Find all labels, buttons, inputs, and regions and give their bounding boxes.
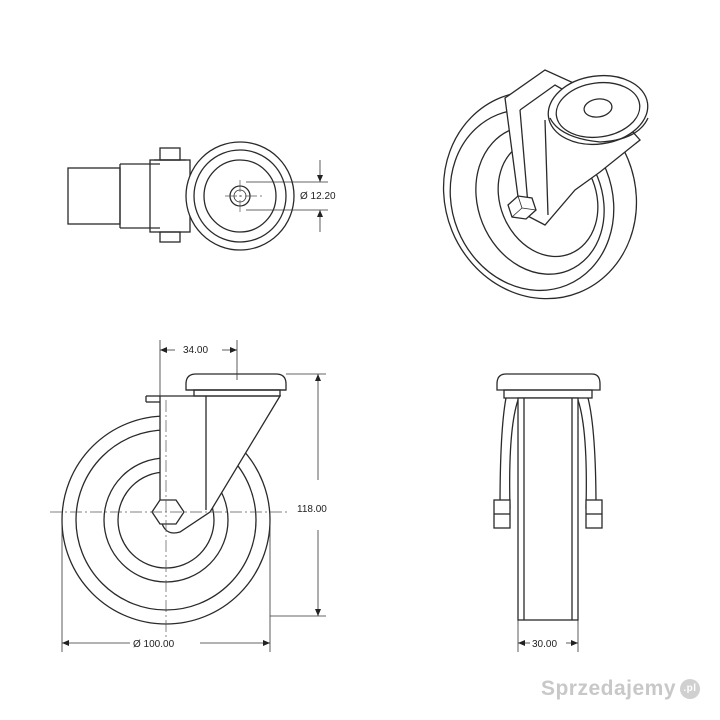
wheel-diameter-label: Ø 100.00 [133, 639, 175, 650]
isometric-view [442, 69, 649, 300]
bolt-offset-label: 34.00 [183, 345, 208, 356]
side-view: 34.00 118.00 Ø 100.00 [50, 340, 327, 652]
watermark-text: Sprzedajemy [540, 677, 676, 700]
top-view: Ø 12.20 [67, 141, 336, 251]
overall-height-label: 118.00 [297, 504, 327, 515]
hole-diameter-label: Ø 12.20 [300, 191, 336, 202]
wheel-width-label: 30.00 [532, 639, 557, 650]
front-view: 30.00 [493, 373, 603, 652]
watermark-suffix-badge: .pl [680, 679, 700, 699]
watermark-logo: Sprzedajemy .pl [541, 674, 700, 704]
